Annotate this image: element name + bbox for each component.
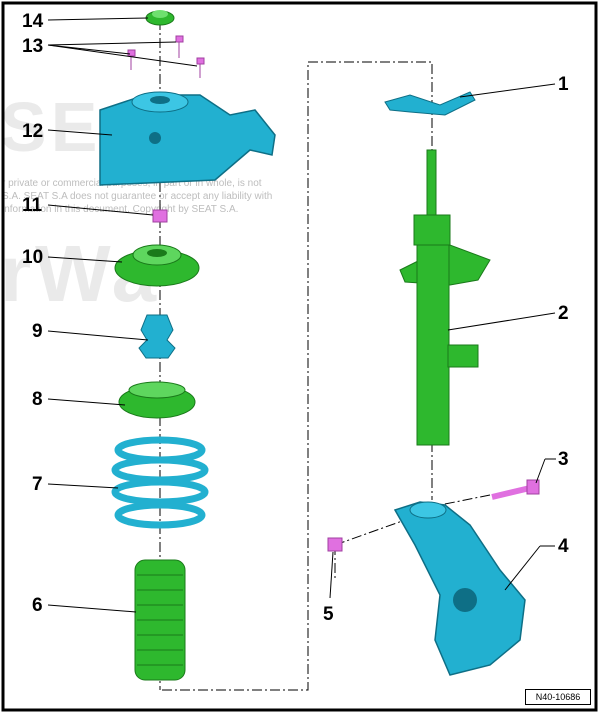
callout-13: 13 bbox=[22, 36, 44, 57]
leader-7 bbox=[47, 483, 119, 489]
leader-13c bbox=[47, 44, 198, 67]
callout-2: 2 bbox=[558, 303, 569, 324]
part-7-coil-spring bbox=[111, 436, 209, 529]
callout-14: 14 bbox=[22, 11, 44, 32]
part-10-spring-seat bbox=[114, 244, 200, 287]
part-8-spring-seat bbox=[118, 381, 196, 419]
leader-4b bbox=[504, 545, 541, 591]
leader-8 bbox=[47, 398, 126, 406]
callout-11: 11 bbox=[22, 195, 43, 216]
leader-14 bbox=[47, 17, 149, 21]
part-6-bellows bbox=[134, 559, 186, 681]
part-2-shock-absorber bbox=[399, 149, 491, 446]
callout-4: 4 bbox=[558, 536, 569, 557]
watermark-line-3: information in this document. Copyright … bbox=[2, 204, 239, 215]
axis-line-bolt bbox=[334, 519, 406, 546]
leader-2 bbox=[447, 312, 556, 331]
watermark-line-2: S.A. SEAT S.A does not guarantee or acce… bbox=[2, 191, 273, 202]
leader-1 bbox=[459, 83, 556, 98]
axis-line-bolt3 bbox=[439, 494, 491, 506]
part-11-nut bbox=[152, 209, 168, 223]
leader-5 bbox=[329, 551, 334, 599]
callout-8: 8 bbox=[32, 389, 43, 410]
leader-10 bbox=[47, 256, 123, 263]
assembly-outline-line bbox=[162, 61, 433, 691]
callout-7: 7 bbox=[32, 474, 43, 495]
callout-10: 10 bbox=[22, 247, 44, 268]
part-9-bump-stop bbox=[138, 314, 176, 359]
leader-lines bbox=[47, 17, 556, 613]
callout-3: 3 bbox=[558, 449, 569, 470]
part-4-steering-knuckle bbox=[393, 501, 526, 676]
callout-9: 9 bbox=[32, 321, 43, 342]
callout-1: 1 bbox=[558, 74, 569, 95]
reference-code-label: N40-10686 bbox=[525, 689, 591, 705]
leader-13b bbox=[47, 41, 177, 46]
callout-5: 5 bbox=[323, 604, 334, 625]
callout-6: 6 bbox=[32, 595, 43, 616]
part-14-cap bbox=[145, 10, 175, 26]
callout-12: 12 bbox=[22, 121, 44, 142]
part-3-bolt bbox=[491, 479, 540, 500]
part-5-nut bbox=[327, 537, 343, 552]
part-13-screws bbox=[127, 35, 205, 78]
leader-11 bbox=[47, 204, 154, 216]
leader-6 bbox=[47, 604, 137, 613]
leader-12 bbox=[47, 129, 113, 136]
leader-3b bbox=[535, 458, 546, 484]
part-12-top-mount bbox=[99, 91, 276, 186]
leader-9 bbox=[47, 330, 149, 341]
part-1-bracket bbox=[384, 91, 476, 116]
